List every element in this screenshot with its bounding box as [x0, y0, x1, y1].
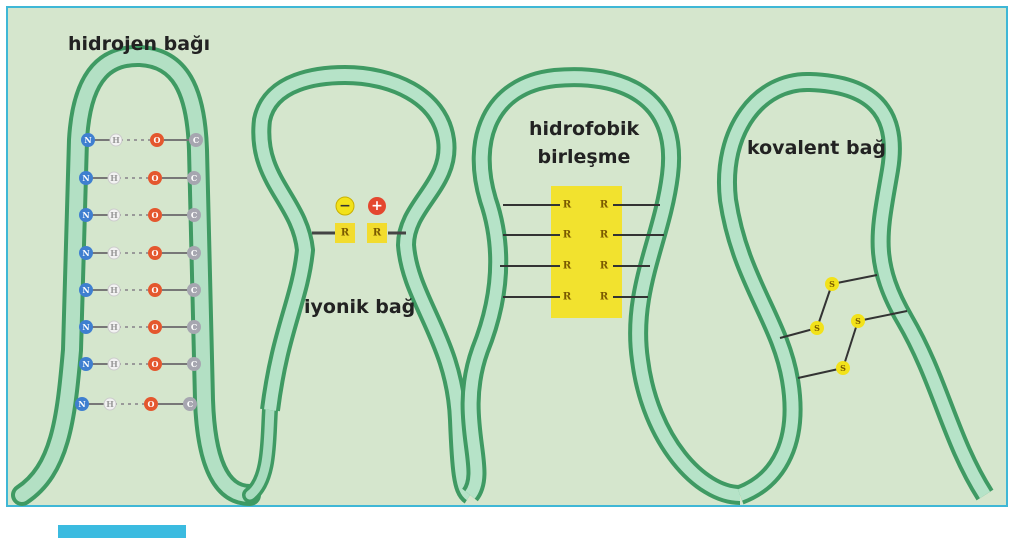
oxygen-symbol: O	[152, 322, 159, 332]
nitrogen-symbol: N	[82, 359, 89, 369]
nitrogen-symbol: N	[78, 399, 85, 409]
hydrogen-bond-ladder: N H O C N H O C N H O	[75, 133, 203, 411]
r-group-symbol: R	[563, 230, 572, 241]
oxygen-symbol: O	[152, 173, 159, 183]
plus-symbol: +	[371, 198, 383, 214]
carbon-symbol: C	[191, 359, 197, 369]
hbond-row: N H O C	[75, 397, 197, 411]
hbond-row: N H O C	[79, 320, 201, 334]
label-hydrophobic-line1: hidrofobik	[529, 117, 639, 141]
ribbon-hydrogen-hairpin	[22, 56, 270, 495]
hydrophobic-region	[551, 186, 622, 318]
oxygen-symbol: O	[152, 359, 159, 369]
label-covalent-bond: kovalent bağ	[747, 136, 886, 160]
sulfur-symbol: S	[855, 316, 861, 326]
hbond-row: N H O C	[79, 246, 201, 260]
sulfur-symbol: S	[829, 279, 835, 289]
label-hydrophobic-line2: birleşme	[529, 145, 639, 169]
oxygen-symbol: O	[152, 210, 159, 220]
nitrogen-symbol: N	[84, 135, 91, 145]
r-group-symbol: R	[373, 228, 382, 239]
hbond-row: N H O C	[79, 171, 201, 185]
hbond-row: N H O C	[79, 208, 201, 222]
r-group-symbol: R	[600, 230, 609, 241]
carbon-symbol: C	[191, 210, 197, 220]
hydrogen-symbol: H	[110, 359, 118, 369]
r-group-symbol: R	[563, 261, 572, 272]
r-group-symbol: R	[600, 292, 609, 303]
r-group-symbol: R	[600, 200, 609, 211]
ionic-bond: − + R R	[312, 197, 406, 243]
hydrogen-symbol: H	[110, 173, 118, 183]
label-ionic-bond: iyonik bağ	[304, 295, 415, 319]
oxygen-symbol: O	[148, 399, 155, 409]
label-hydrogen-bond: hidrojen bağı	[68, 32, 210, 56]
carbon-symbol: C	[191, 248, 197, 258]
oxygen-symbol: O	[154, 135, 161, 145]
hydrogen-symbol: H	[110, 210, 118, 220]
nitrogen-symbol: N	[82, 248, 89, 258]
hydrogen-symbol: H	[110, 322, 118, 332]
hydrogen-symbol: H	[106, 399, 114, 409]
ribbon-ionic-loop	[261, 75, 470, 495]
minus-symbol: −	[339, 198, 351, 214]
hydrogen-symbol: H	[112, 135, 120, 145]
nitrogen-symbol: N	[82, 285, 89, 295]
carbon-symbol: C	[191, 285, 197, 295]
hbond-row: N H O C	[79, 283, 201, 297]
nitrogen-symbol: N	[82, 210, 89, 220]
oxygen-symbol: O	[152, 248, 159, 258]
r-group-symbol: R	[600, 261, 609, 272]
r-group-symbol: R	[563, 292, 572, 303]
carbon-symbol: C	[191, 173, 197, 183]
hydrogen-symbol: H	[110, 248, 118, 258]
nitrogen-symbol: N	[82, 322, 89, 332]
carbon-symbol: C	[193, 135, 199, 145]
oxygen-symbol: O	[152, 285, 159, 295]
carbon-symbol: C	[191, 322, 197, 332]
carbon-symbol: C	[187, 399, 193, 409]
nitrogen-symbol: N	[82, 173, 89, 183]
sulfur-symbol: S	[840, 363, 846, 373]
hydrogen-symbol: H	[110, 285, 118, 295]
r-group-symbol: R	[341, 228, 350, 239]
hbond-row: N H O C	[79, 357, 201, 371]
sulfur-symbol: S	[814, 323, 820, 333]
hbond-row: N H O C	[81, 133, 203, 147]
r-group-symbol: R	[563, 200, 572, 211]
